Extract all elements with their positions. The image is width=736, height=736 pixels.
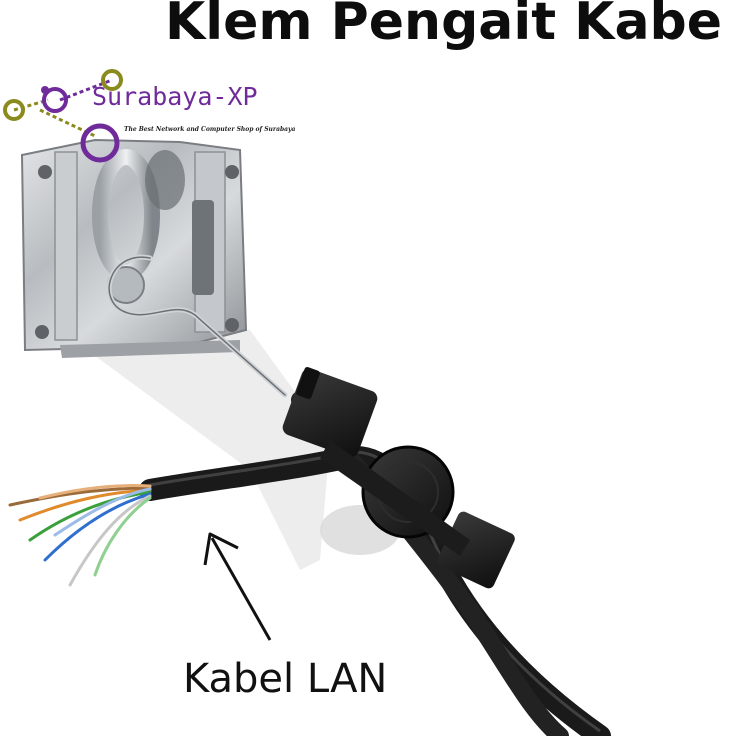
twisted-pair-wires (8, 484, 152, 587)
logo-name: Surabaya-XP (92, 82, 258, 111)
cable-label: Kabel LAN (183, 656, 388, 702)
plastic-clamp (282, 367, 515, 589)
arrow-icon (203, 532, 272, 641)
page-title: Klem Pengait Kabe (165, 0, 723, 52)
logo-tagline: The Best Network and Computer Shop of Su… (124, 126, 296, 133)
wire-hook (106, 254, 288, 398)
logo-mark (3, 69, 123, 163)
eye-bolt (92, 149, 185, 304)
metal-bracket (20, 138, 248, 358)
